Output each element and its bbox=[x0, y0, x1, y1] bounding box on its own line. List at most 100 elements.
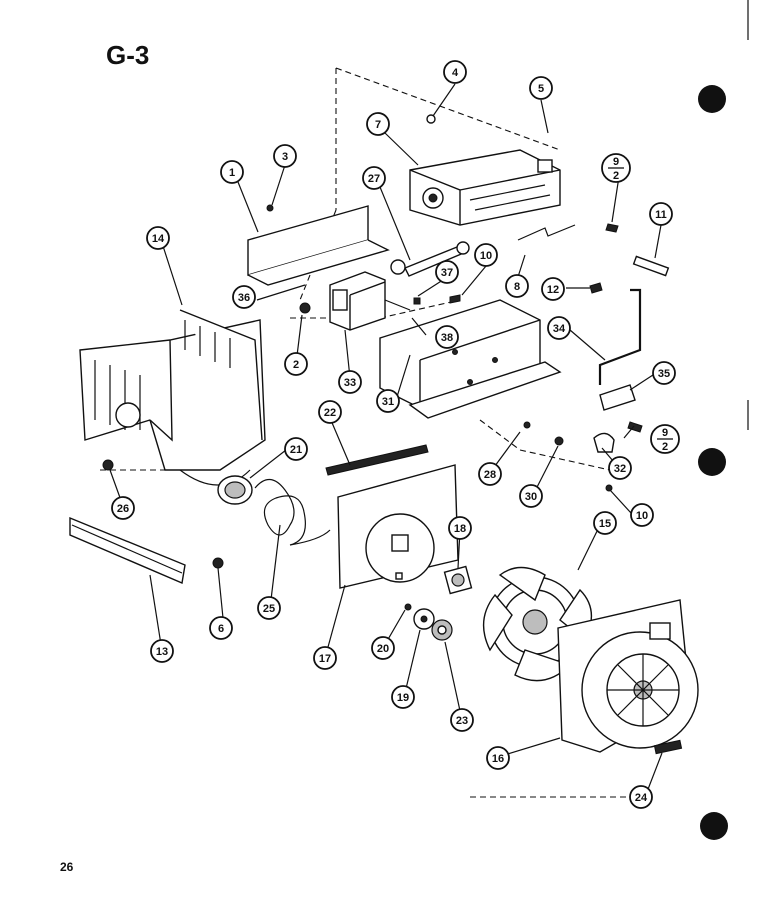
callout-19: 19 bbox=[391, 685, 415, 709]
callout-34: 34 bbox=[547, 316, 571, 340]
callout-20: 20 bbox=[371, 636, 395, 660]
callout-label: 35 bbox=[658, 368, 670, 380]
callout-label: 1 bbox=[229, 167, 235, 179]
callout-label: 37 bbox=[441, 267, 453, 279]
callout-12: 12 bbox=[541, 277, 565, 301]
callout-10: 10 bbox=[474, 243, 498, 267]
callout-label: 25 bbox=[263, 603, 275, 615]
callout-35: 35 bbox=[652, 361, 676, 385]
callout-label: 7 bbox=[375, 119, 381, 131]
callout-label: 38 bbox=[441, 332, 453, 344]
callout-14: 14 bbox=[146, 226, 170, 250]
ice-bucket bbox=[79, 309, 266, 486]
callout-1: 1 bbox=[220, 160, 244, 184]
callout-label: 22 bbox=[324, 407, 336, 419]
fraction-numerator: 9 bbox=[613, 156, 619, 168]
drive-shaft bbox=[390, 241, 470, 277]
callout-25: 25 bbox=[257, 596, 281, 620]
callout-13: 13 bbox=[150, 639, 174, 663]
callout-18: 18 bbox=[448, 516, 472, 540]
callout-label: 18 bbox=[454, 523, 466, 535]
callout-label: 32 bbox=[614, 463, 626, 475]
callout-36: 36 bbox=[232, 285, 256, 309]
callout-label: 26 bbox=[117, 503, 129, 515]
callout-label: 36 bbox=[238, 292, 250, 304]
callout-10: 10 bbox=[630, 503, 654, 527]
fastener-screws bbox=[102, 114, 643, 611]
callout-15: 15 bbox=[593, 511, 617, 535]
callout-label: 6 bbox=[218, 623, 224, 635]
callout-2: 2 bbox=[284, 352, 308, 376]
callout-24: 24 bbox=[629, 785, 653, 809]
binder-hole-top bbox=[698, 85, 726, 113]
front-plate bbox=[337, 464, 459, 589]
callout-5: 5 bbox=[529, 76, 553, 100]
switch-knob bbox=[593, 432, 615, 453]
callout-33: 33 bbox=[338, 370, 362, 394]
callout-label: 34 bbox=[553, 323, 566, 335]
callout-label: 31 bbox=[382, 396, 394, 408]
fraction-denominator: 2 bbox=[662, 441, 668, 453]
diagram-title: G-3 bbox=[106, 40, 150, 70]
callout-6: 6 bbox=[209, 616, 233, 640]
callout-11: 11 bbox=[649, 202, 673, 226]
auger-spring bbox=[254, 478, 331, 546]
seal-strip bbox=[325, 444, 429, 476]
callout-label: 10 bbox=[480, 250, 492, 262]
callout-21: 21 bbox=[284, 437, 308, 461]
callout-label: 33 bbox=[344, 377, 356, 389]
callout-label: 17 bbox=[319, 653, 331, 665]
callout-label: 5 bbox=[538, 83, 544, 95]
binder-hole-bottom bbox=[700, 812, 728, 840]
callout-32: 32 bbox=[608, 456, 632, 480]
rod-clip bbox=[599, 384, 636, 411]
callout-17: 17 bbox=[313, 646, 337, 670]
callout-label: 4 bbox=[452, 67, 459, 79]
page-number: 26 bbox=[60, 860, 74, 874]
callout-22: 22 bbox=[318, 400, 342, 424]
blower-housing bbox=[557, 599, 699, 755]
callout-label: 28 bbox=[484, 469, 496, 481]
callout-28: 28 bbox=[478, 462, 502, 486]
callout-group: 1345727101112837363823331343514222128303… bbox=[111, 60, 676, 809]
callout-label: 10 bbox=[636, 510, 648, 522]
callout-23: 23 bbox=[450, 708, 474, 732]
actuator-rod bbox=[598, 288, 642, 385]
callout-label: 12 bbox=[547, 284, 559, 296]
mounting-bracket bbox=[247, 205, 390, 286]
callout-label: 19 bbox=[397, 692, 409, 704]
drive-motor bbox=[329, 271, 411, 331]
callout-label: 16 bbox=[492, 753, 504, 765]
callout-27: 27 bbox=[362, 166, 386, 190]
callout-30: 30 bbox=[519, 484, 543, 508]
callout-label: 21 bbox=[290, 444, 302, 456]
callout-16: 16 bbox=[486, 746, 510, 770]
callout-31: 31 bbox=[376, 389, 400, 413]
fraction-denominator: 2 bbox=[613, 170, 619, 182]
binder-hole-middle bbox=[698, 448, 726, 476]
callout-label: 24 bbox=[635, 792, 648, 804]
fan-blade bbox=[482, 566, 593, 682]
auger-motor-housing bbox=[379, 299, 562, 419]
callout-label: 15 bbox=[599, 518, 611, 530]
callout-26: 26 bbox=[111, 496, 135, 520]
fraction-callout: 92 bbox=[650, 424, 680, 454]
retainer-bar bbox=[632, 255, 670, 277]
ice-maker-unit bbox=[409, 149, 561, 226]
assembly-guide-line bbox=[479, 419, 611, 471]
callout-label: 27 bbox=[368, 173, 380, 185]
wire-harness bbox=[517, 224, 576, 241]
callout-label: 14 bbox=[152, 233, 165, 245]
callout-label: 30 bbox=[525, 491, 537, 503]
callout-label: 11 bbox=[655, 209, 667, 221]
callout-4: 4 bbox=[443, 60, 467, 84]
callout-7: 7 bbox=[366, 112, 390, 136]
callout-label: 23 bbox=[456, 715, 468, 727]
guide-rail bbox=[69, 516, 186, 584]
callout-label: 3 bbox=[282, 151, 288, 163]
callout-38: 38 bbox=[435, 325, 459, 349]
callout-8: 8 bbox=[505, 274, 529, 298]
